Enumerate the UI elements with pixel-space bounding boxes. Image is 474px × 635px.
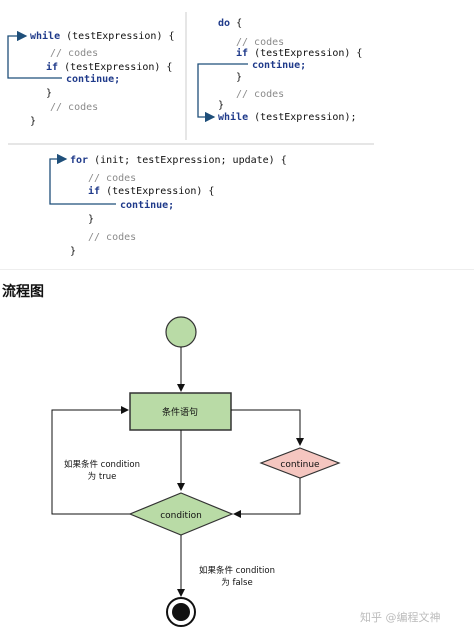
true-loop-arrow	[51, 406, 130, 515]
comment-line: // codes	[50, 102, 98, 113]
while-keyword: while	[30, 30, 60, 42]
false-label-line1: 如果条件 condition	[199, 565, 275, 576]
comment-line: // codes	[236, 37, 284, 48]
true-label-line1: 如果条件 condition	[64, 459, 140, 470]
continue-statement: continue;	[66, 73, 120, 85]
svg-text:if (testExpression) {: if (testExpression) {	[46, 61, 172, 73]
false-label-line2: 为 false	[221, 577, 252, 588]
svg-text:for (init; testExpression; upd: for (init; testExpression; update) {	[70, 155, 287, 166]
statement-box-label: 条件语句	[162, 406, 198, 418]
continue-node-label: continue	[280, 460, 320, 470]
svg-text:}: }	[218, 100, 224, 111]
true-label-line2: 为 true	[88, 471, 117, 482]
while-continue-arrow	[7, 30, 62, 79]
statement-box	[129, 392, 232, 431]
svg-text:while (testExpression) {: while (testExpression) {	[30, 30, 175, 42]
continue-statement: continue;	[252, 59, 306, 71]
svg-text:do {: do {	[218, 18, 242, 29]
svg-text:if (testExpression) {: if (testExpression) {	[88, 185, 214, 197]
svg-text:}: }	[70, 246, 76, 257]
continue-to-condition-arrow	[233, 478, 301, 518]
end-node-inner	[172, 603, 190, 621]
comment-line: // codes	[88, 232, 136, 243]
continue-statement: continue;	[120, 199, 174, 211]
do-while-continue-arrow	[197, 63, 248, 123]
svg-text:}: }	[88, 214, 94, 225]
svg-text:while (testExpression);: while (testExpression);	[218, 111, 356, 123]
svg-text:}: }	[46, 88, 52, 99]
do-while-loop-code: do { // codes if (testExpression) { cont…	[218, 18, 362, 123]
start-node	[165, 316, 197, 348]
while-loop-code: while (testExpression) { // codes if (te…	[30, 30, 175, 127]
comment-line: // codes	[50, 48, 98, 59]
code-examples: while (testExpression) { // codes if (te…	[0, 12, 474, 270]
comment-line: // codes	[236, 89, 284, 100]
svg-text:}: }	[236, 72, 242, 83]
condition-node-label: condition	[160, 511, 202, 521]
section-heading: 流程图	[2, 284, 44, 300]
statement-to-continue-arrow	[231, 409, 304, 446]
for-continue-arrow	[49, 153, 116, 205]
for-loop-code: for (init; testExpression; update) { // …	[70, 155, 287, 257]
svg-text:if (testExpression) {: if (testExpression) {	[236, 47, 362, 59]
watermark: 知乎 @编程文神	[360, 611, 441, 624]
comment-line: // codes	[88, 173, 136, 184]
svg-text:}: }	[30, 116, 36, 127]
